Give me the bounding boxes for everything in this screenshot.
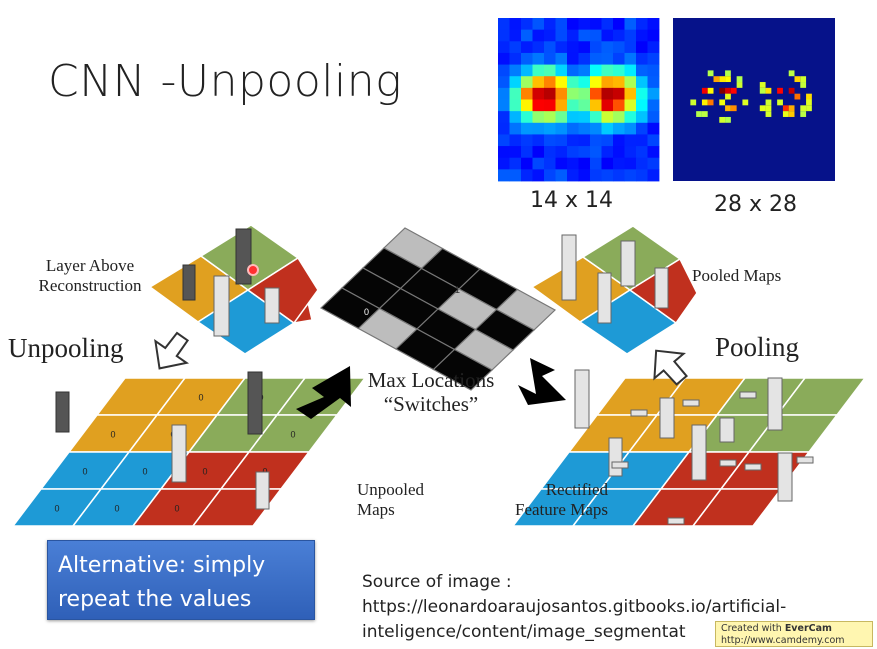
unpooled-bar-dark — [247, 371, 263, 435]
source-line1: Source of image : — [362, 572, 512, 592]
pooled-maps-grid — [530, 225, 698, 355]
unpooled-zero-value: 0 — [174, 504, 179, 514]
layer-above-line1: Layer Above — [45, 256, 135, 275]
heatmap-14x14 — [498, 18, 660, 182]
rectified-flat-bar — [744, 463, 762, 471]
unpooling-label: Unpooling — [8, 333, 124, 363]
watermark-url: http://www.camdemy.com — [721, 635, 845, 646]
rectified-bar — [719, 417, 735, 443]
switch-value-one: 1 — [455, 285, 460, 295]
rectified-bar — [777, 452, 793, 502]
rectified-bar — [608, 437, 623, 477]
source-line2[interactable]: https://leonardoaraujosantos.gitbooks.io… — [362, 597, 787, 617]
image-source: Source of image : https://leonardoaraujo… — [362, 570, 786, 645]
rectified-bar — [574, 369, 590, 429]
unpooled-zero-value: 0 — [110, 430, 115, 440]
rectified-flat-bar — [611, 461, 629, 469]
switches-label: Max Locations “Switches” — [357, 368, 505, 416]
layer-above-grid — [148, 224, 319, 355]
heatmap-large-caption: 28 x 28 — [714, 192, 797, 217]
unpooled-zero-value: 0 — [142, 467, 147, 477]
rectified-flat-bar — [719, 459, 737, 467]
unpooled-zero-value: 0 — [290, 430, 295, 440]
heatmap-28x28 — [673, 18, 835, 181]
arrow-switches-to-unpooled — [296, 366, 351, 419]
unpooled-zero-value: 0 — [54, 504, 59, 514]
arrow-rectified-to-switches — [518, 358, 566, 405]
unpooled-zero-value: 0 — [82, 467, 87, 477]
slide-title: CNN -Unpooling — [48, 56, 403, 107]
evercam-watermark: Created with EverCam http://www.camdemy.… — [715, 621, 873, 647]
rectified-flat-bar — [630, 409, 648, 417]
switches-line1: Max Locations — [367, 368, 495, 392]
heatmap-small-caption: 14 x 14 — [530, 188, 613, 213]
rectified-bar — [767, 377, 783, 431]
unpooled-line2: Maps — [357, 500, 395, 519]
rectified-line1: Rectified — [545, 480, 608, 499]
source-line3[interactable]: inteligence/content/image_segmentat — [362, 622, 686, 642]
layer-above-label: Layer Above Reconstruction — [38, 256, 142, 296]
switches-line2: “Switches” — [383, 392, 479, 416]
pooled-maps-label: Pooled Maps — [692, 266, 782, 285]
alternative-callout: Alternative: simply repeat the values — [47, 540, 315, 620]
unpooled-maps-label: Unpooled Maps — [357, 480, 424, 520]
rectified-flat-bar — [667, 517, 685, 525]
layer-above-line2: Reconstruction — [38, 276, 142, 295]
arrow-unpooling — [154, 331, 190, 370]
rectified-flat-bar — [739, 391, 757, 399]
rectified-flat-bar — [796, 456, 814, 464]
unpooled-maps-grid: 000000000000 — [11, 371, 367, 527]
rectified-bar — [659, 397, 675, 439]
unpooled-line1: Unpooled — [357, 480, 425, 499]
switch-value-zero: 0 — [364, 307, 369, 317]
rectified-maps-grid — [511, 369, 867, 527]
unpooled-bar-light — [255, 471, 270, 510]
alternative-line1: Alternative: simply — [58, 553, 266, 578]
unpooled-zero-value: 0 — [114, 504, 119, 514]
unpooled-zero-value: 0 — [198, 393, 203, 403]
unpooled-bar-light — [171, 424, 187, 483]
rectified-bar — [691, 424, 707, 481]
unpooled-zero-value: 0 — [202, 467, 207, 477]
watermark-brand: EverCam — [784, 623, 832, 634]
alternative-line2: repeat the values — [58, 587, 252, 612]
rectified-line2: Feature Maps — [514, 500, 608, 519]
switches-grid: 01 — [319, 227, 557, 391]
pooling-label: Pooling — [715, 332, 800, 362]
unpooled-bar-dark — [55, 391, 70, 433]
arrow-pooling — [653, 349, 688, 386]
rectified-maps-label: Rectified Feature Maps — [496, 480, 608, 520]
watermark-prefix: Created with — [721, 623, 782, 634]
rectified-flat-bar — [682, 399, 700, 407]
